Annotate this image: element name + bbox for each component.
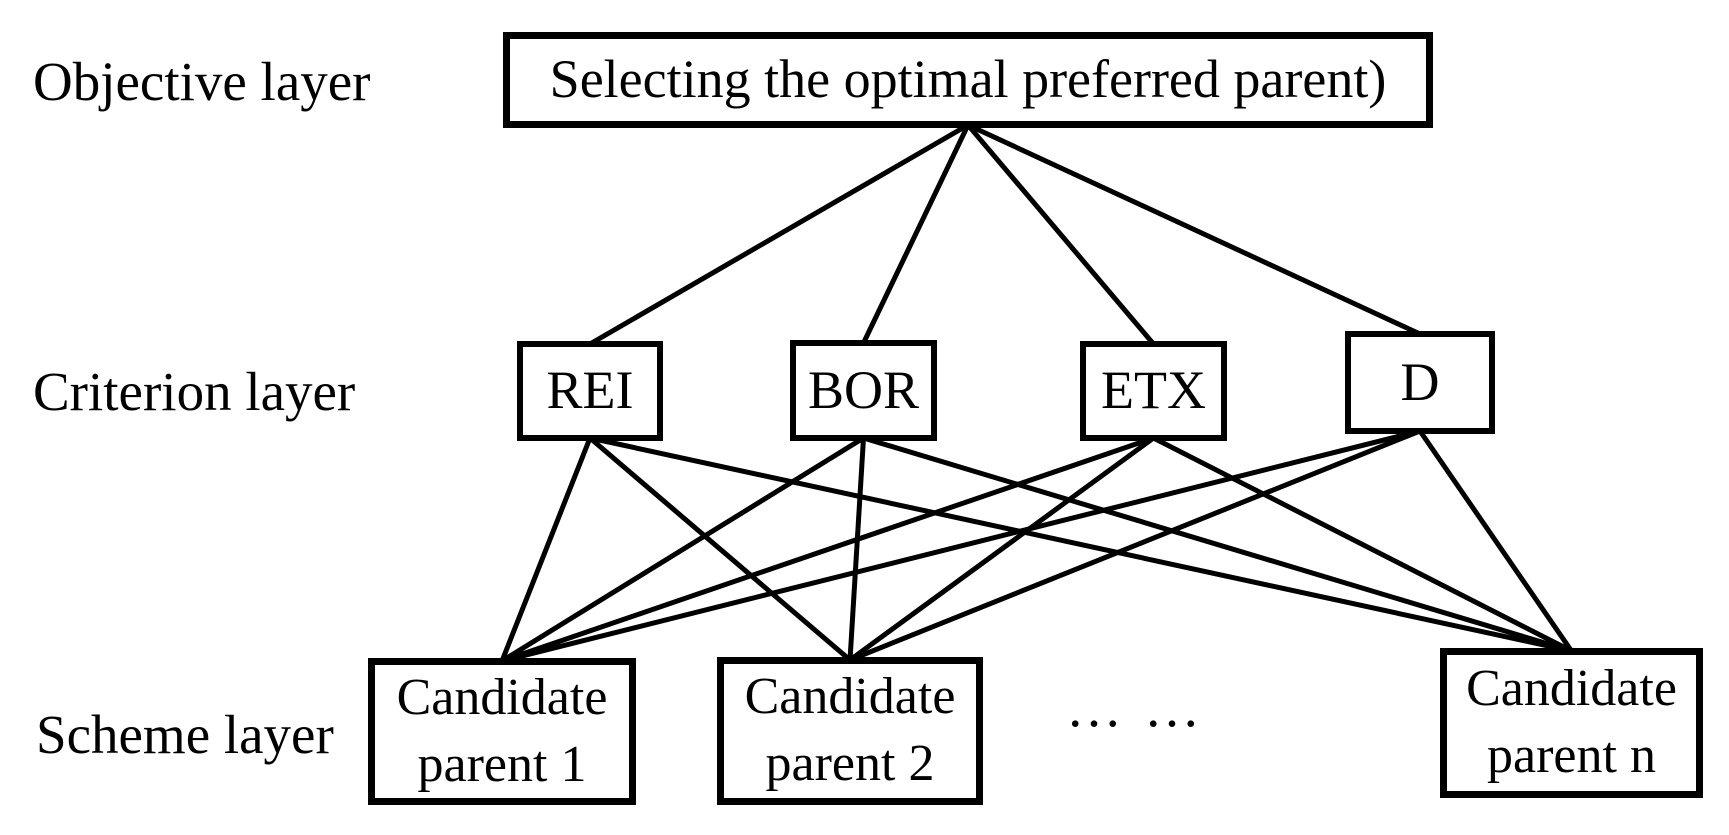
node-c1-label-line1: Candidate: [396, 668, 608, 726]
node-criterion-d: D: [1345, 331, 1495, 434]
edge-etx-c1: [501, 435, 1155, 664]
node-c2-label-line2: parent 2: [765, 735, 935, 792]
node-scheme-candidate-parent-n: Candidate parent n: [1440, 648, 1703, 798]
edge-d-c2: [849, 428, 1421, 663]
node-c1-label-line2: parent 1: [417, 735, 587, 793]
edge-bor-cn: [862, 435, 1573, 654]
edge-bor-c2: [847, 437, 866, 661]
node-criterion-rei: REI: [517, 341, 663, 441]
layer-label-criterion: Criterion layer: [33, 361, 356, 422]
edge-objective-rei: [588, 122, 970, 347]
edge-objective-etx: [966, 123, 1156, 346]
edge-rei-c1: [499, 437, 593, 662]
edge-d-cn: [1417, 429, 1574, 653]
layer-label-scheme: Scheme layer: [36, 704, 334, 765]
edge-rei-cn: [589, 435, 1573, 654]
node-cn-label-line2: parent n: [1487, 727, 1656, 784]
node-c2-label-line1: Candidate: [744, 668, 956, 726]
node-rei-label: REI: [546, 360, 634, 421]
node-objective-selecting-optimal-preferred-parent: Selecting the optimal preferred parent): [503, 32, 1433, 128]
edge-bor-c1: [500, 435, 865, 664]
node-scheme-candidate-parent-2: Candidate parent 2: [717, 657, 983, 805]
layer-label-objective: Objective layer: [33, 51, 371, 112]
node-objective-label: Selecting the optimal preferred parent): [549, 49, 1387, 110]
edge-objective-bor: [861, 123, 971, 345]
node-scheme-candidate-parent-1: Candidate parent 1: [368, 658, 636, 805]
node-criterion-etx: ETX: [1080, 341, 1227, 441]
node-cn-label-line1: Candidate: [1466, 660, 1677, 718]
edge-d-c1: [501, 428, 1421, 664]
node-etx-label: ETX: [1101, 360, 1206, 421]
node-bor-label: BOR: [807, 359, 920, 420]
edge-etx-cn: [1152, 435, 1573, 654]
edge-rei-c2: [588, 436, 852, 662]
edge-objective-d: [966, 122, 1422, 337]
edge-etx-c2: [848, 435, 1155, 663]
scheme-ellipsis: … …: [1066, 677, 1204, 739]
node-criterion-bor: BOR: [790, 340, 937, 441]
node-d-label: D: [1400, 351, 1440, 412]
